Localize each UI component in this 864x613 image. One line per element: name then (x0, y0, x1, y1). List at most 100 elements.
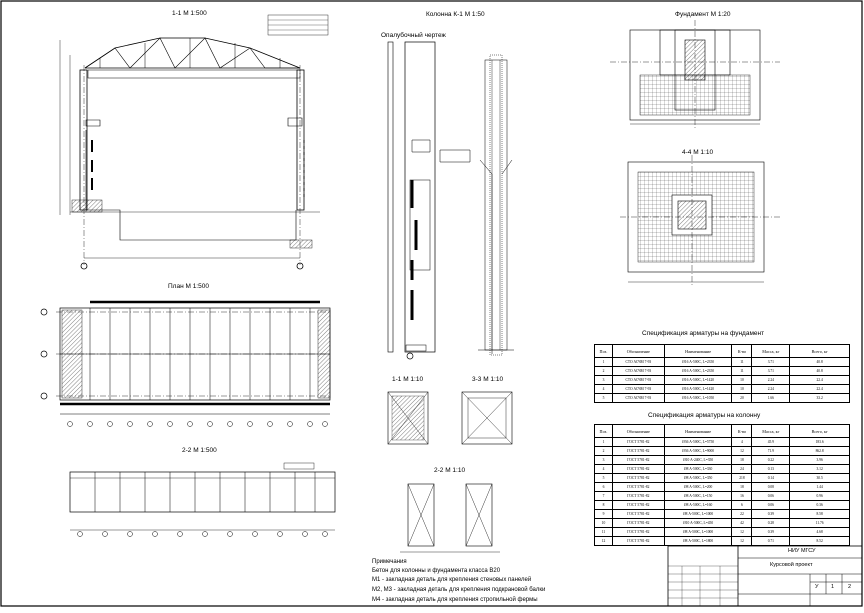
table-cell: 0.22 (751, 455, 791, 465)
section-2-2-title: 2-2 М 1:500 (182, 447, 217, 454)
table-cell: 3.12 (789, 464, 850, 474)
table-cell: Ø10 А-240С, L=350 (663, 455, 733, 465)
table-cell: 0.08 (751, 482, 791, 492)
table-cell: 0.96 (789, 491, 850, 501)
table-cell: 183.6 (789, 437, 850, 447)
column-header: Всего, кг (789, 344, 850, 358)
section-4-4-title: 4-4 М 1:10 (682, 149, 714, 156)
column-header: К-во (731, 344, 753, 358)
table-cell: Ø36 А-500С, L=5750 (663, 437, 733, 447)
table-cell: 1.66 (751, 393, 791, 403)
table-cell: 218 (731, 473, 753, 483)
column-header: Обозначение (611, 424, 665, 438)
table-cell: 2 (594, 366, 613, 376)
column-header: Масса, кг (751, 424, 791, 438)
spec-column-title: Спецификация арматуры на колонну (648, 412, 761, 419)
table-cell: 7 (594, 491, 613, 501)
table-cell: СТО АСЧМ 7-93 (611, 366, 665, 376)
table-cell: 0.71 (751, 536, 791, 546)
notes-header: Примечания (372, 559, 407, 565)
table-cell: 24 (731, 464, 753, 474)
table-cell: 4.68 (789, 527, 850, 537)
note-line: Бетон для колонны и фундамента класса В2… (372, 568, 501, 574)
table-cell: 2.24 (751, 384, 791, 394)
table-cell: 3.71 (751, 357, 791, 367)
table-cell: 0.13 (751, 464, 791, 474)
column-subtitle: Опалубочный чертеж (381, 32, 446, 39)
small-section-2-2-title: 2-2 М 1:10 (434, 467, 466, 474)
table-cell: 40.8 (789, 366, 850, 376)
section-1-1-drawing (59, 14, 329, 270)
foundation-title: Фундамент М 1:20 (675, 11, 731, 18)
title-block-project: Курсовой проект (770, 562, 813, 568)
table-cell: СТО АСЧМ 7-93 (611, 357, 665, 367)
table-cell: ГОСТ 5781-82 (611, 509, 665, 519)
note-line: М1 - закладная деталь для крепления стен… (372, 577, 532, 583)
small-sections-drawing (387, 391, 513, 553)
table-cell: ГОСТ 5781-82 (611, 491, 665, 501)
section-1-1-title: 1-1 М 1:500 (172, 10, 207, 17)
title-block-sheets: 2 (848, 584, 852, 590)
plan-title: План М 1:500 (168, 283, 209, 290)
table-cell: Ø8 А-500С, L=330 (663, 464, 733, 474)
table-cell: Ø16 А-500С, L=1420 (663, 384, 733, 394)
table-cell: 16 (731, 491, 753, 501)
table-cell: 11 (594, 527, 613, 537)
table-cell: 71.9 (751, 446, 791, 456)
title-block-stage: У (815, 584, 819, 590)
table-cell: 40.8 (789, 357, 850, 367)
section-4-4-drawing (620, 155, 780, 285)
table-cell: 4 (594, 464, 613, 474)
table-cell: 0.36 (789, 500, 850, 510)
table-cell: 6 (594, 482, 613, 492)
table-cell: Ø16 А-500С, L=2350 (663, 366, 733, 376)
spec-foundation-title: Спецификация арматуры на фундамент (642, 330, 765, 337)
table-cell: 0.06 (751, 500, 791, 510)
table-cell: 1 (594, 437, 613, 447)
table-cell: 45.9 (751, 437, 791, 447)
plan-drawing (40, 300, 331, 427)
table-cell: 0.06 (751, 491, 791, 501)
table-cell: Ø16 А-500С, L=1050 (663, 393, 733, 403)
table-cell: 12 (731, 446, 753, 456)
table-cell: 4 (594, 384, 613, 394)
table-cell: 42 (731, 518, 753, 528)
table-cell: ГОСТ 5781-82 (611, 473, 665, 483)
table-cell: Ø8 А-500С, L=1000 (663, 509, 733, 519)
table-cell: Ø8 А-500С, L=150 (663, 491, 733, 501)
table-cell: Ø8 А-500С, L=1800 (663, 536, 733, 546)
title-block-org: НИУ МГСУ (788, 548, 816, 554)
table-cell: 11 (731, 366, 753, 376)
table-cell: 30.5 (789, 473, 850, 483)
table-cell: 862.8 (789, 446, 850, 456)
table-cell: 3 (594, 455, 613, 465)
table-cell: 10 (731, 384, 753, 394)
table-cell: 6 (731, 500, 753, 510)
note-line: М4 - закладная деталь для крепления стро… (372, 597, 538, 603)
table-cell: Ø8 А-500С, L=200 (663, 482, 733, 492)
table-cell: СТО АСЧМ 7-93 (611, 375, 665, 385)
note-line: М2, М3 - закладная деталь для крепления … (372, 587, 546, 593)
table-cell: ГОСТ 5781-82 (611, 446, 665, 456)
table-cell: 22.4 (789, 375, 850, 385)
title-block-sheet: 1 (831, 584, 835, 590)
